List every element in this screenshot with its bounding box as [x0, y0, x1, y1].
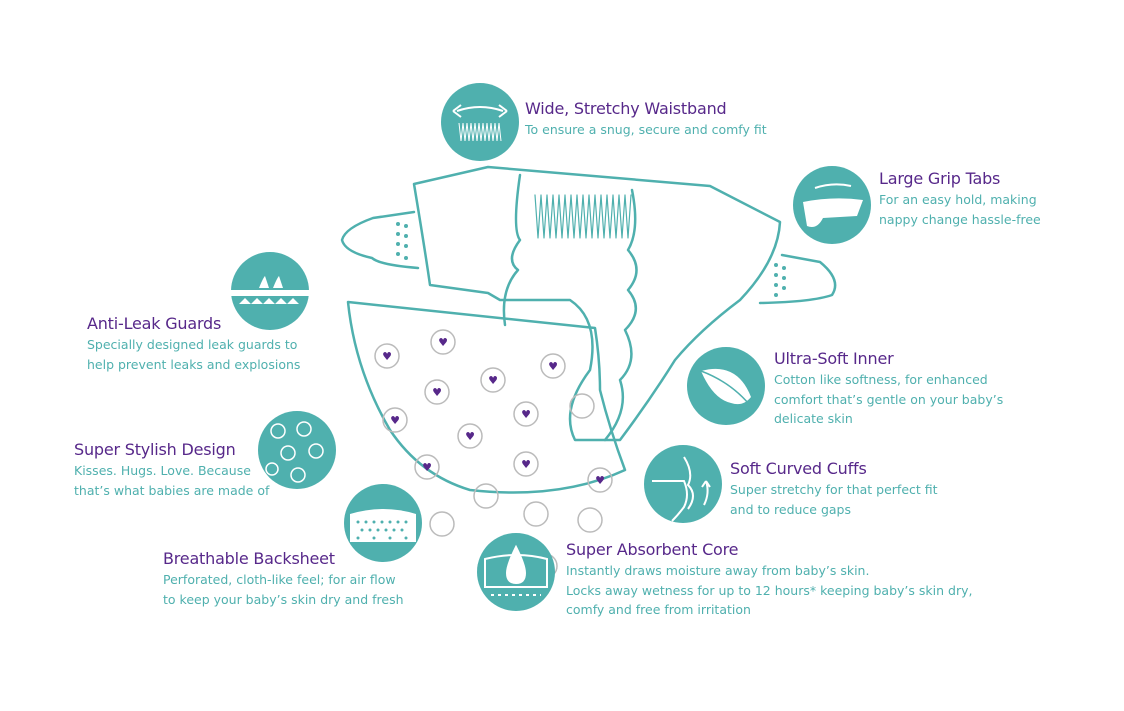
feature-anti-leak: Anti-Leak Guards Specially designed leak…	[87, 314, 300, 374]
feature-core: Super Absorbent Core Instantly draws moi…	[566, 540, 972, 620]
svg-text:♥: ♥	[432, 386, 442, 399]
feature-title: Soft Curved Cuffs	[730, 459, 867, 478]
diaper-front-panel	[346, 300, 627, 494]
right-cuff	[603, 188, 638, 442]
feature-cuffs: Soft Curved Cuffs Super stretchy for tha…	[730, 459, 938, 519]
svg-text:♥: ♥	[488, 374, 498, 387]
diaper-back-panel	[412, 165, 782, 442]
left-cuff	[502, 173, 522, 327]
waistband-icon	[441, 83, 519, 161]
perforated-sheet-icon	[344, 484, 422, 562]
feature-desc: To ensure a snug, secure and comfy fit	[525, 122, 767, 137]
svg-text:♥: ♥	[422, 461, 432, 474]
curved-cuff-icon	[644, 445, 722, 523]
feature-grip-tabs: Large Grip Tabs For an easy hold, making…	[879, 169, 1041, 229]
feature-desc: Instantly draws moisture away from baby’…	[566, 563, 973, 617]
feature-ultra-soft: Ultra-Soft Inner Cotton like softness, f…	[774, 349, 1003, 429]
svg-text:♥: ♥	[521, 458, 531, 471]
feature-title: Anti-Leak Guards	[87, 314, 222, 333]
feature-title: Large Grip Tabs	[879, 169, 1001, 188]
feather-icon	[687, 347, 765, 425]
droplet-core-icon	[477, 533, 555, 611]
waistband-zigzag	[534, 194, 632, 239]
right-tab	[758, 253, 837, 305]
svg-text:♥: ♥	[438, 336, 448, 349]
hearts: ♥ ♥ ♥ ♥ ♥ ♥ ♥ ♥ ♥ ♥ ♥	[382, 336, 605, 487]
svg-text:♥: ♥	[595, 474, 605, 487]
grip-tab-icon	[793, 166, 871, 244]
feature-backsheet: Breathable Backsheet Perforated, cloth-l…	[163, 549, 404, 609]
feature-title: Ultra-Soft Inner	[774, 349, 894, 368]
left-tab	[340, 210, 420, 270]
feature-title: Super Absorbent Core	[566, 540, 739, 559]
svg-text:♥: ♥	[521, 408, 531, 421]
feature-stylish: Super Stylish Design Kisses. Hugs. Love.…	[74, 440, 269, 500]
feature-waistband: Wide, Stretchy Waistband To ensure a snu…	[525, 99, 767, 140]
feature-desc: Perforated, cloth-like feel; for air flo…	[163, 572, 404, 607]
feature-title: Wide, Stretchy Waistband	[525, 99, 727, 118]
heart-pattern-icon	[258, 411, 336, 489]
leak-guard-icon	[231, 252, 309, 330]
feature-title: Breathable Backsheet	[163, 549, 335, 568]
svg-text:♥: ♥	[382, 350, 392, 363]
svg-text:♥: ♥	[390, 414, 400, 427]
feature-title: Super Stylish Design	[74, 440, 236, 459]
tab-dots	[396, 222, 786, 297]
svg-text:♥: ♥	[548, 360, 558, 373]
svg-text:♥: ♥	[465, 430, 475, 443]
